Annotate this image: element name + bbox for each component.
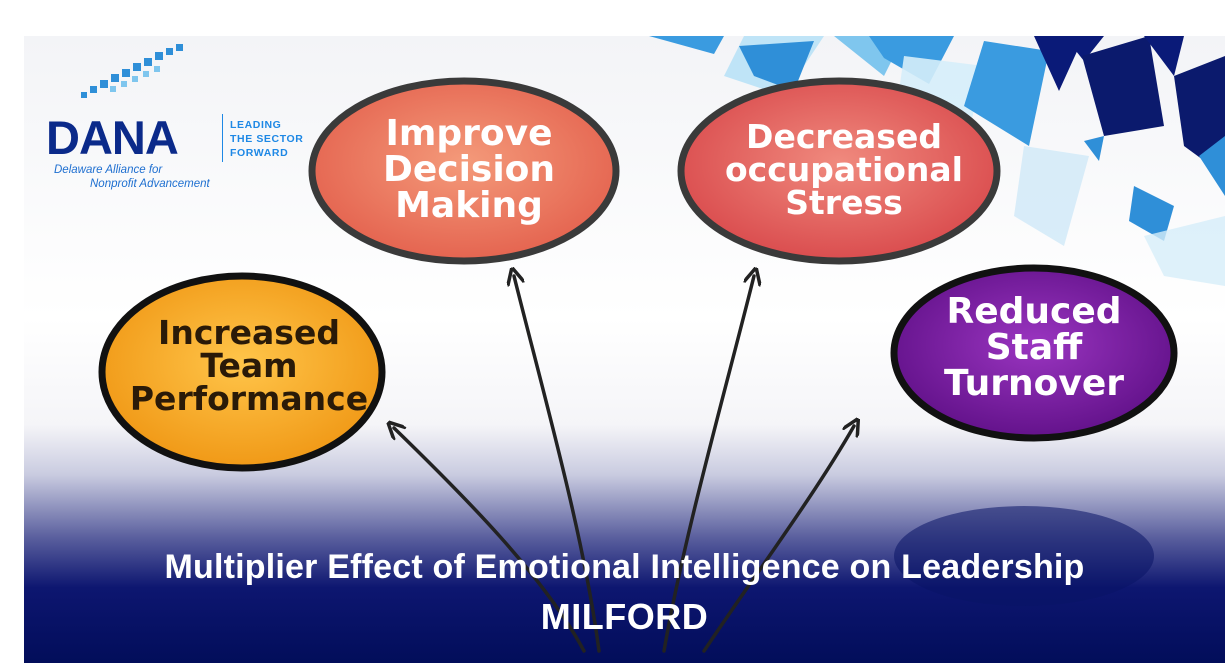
bubble-turnover-line-3: Turnover <box>944 363 1124 404</box>
tagline-line-2: THE SECTOR <box>230 133 304 145</box>
bubble-stress-line-2: occupational <box>724 150 963 189</box>
logo-subtitle-line-1: Delaware Alliance for <box>54 164 163 176</box>
logo-dots-icon <box>81 44 183 98</box>
arrow-to-turnover <box>702 426 854 653</box>
bubble-turnover-line-2: Staff <box>985 327 1083 368</box>
banner-artwork <box>81 36 1225 653</box>
bubble-stress <box>677 77 1001 265</box>
logo-divider <box>222 114 223 162</box>
arrow-to-decision <box>514 276 601 653</box>
bubble-turnover-label: Reduced Staff Turnover <box>904 294 1164 402</box>
tagline-line-3: FORWARD <box>230 147 289 159</box>
logo-wordmark: DANA <box>46 111 179 164</box>
bubble-decision-line-2: Decision <box>382 149 556 190</box>
bubble-turnover <box>890 264 1178 442</box>
tagline-line-1: LEADING <box>230 119 282 131</box>
bubble-stress-label: Decreased occupational Stress <box>709 120 979 219</box>
logo-subtitle-line-2: Nonprofit Advancement <box>90 178 210 190</box>
arrow-to-team <box>394 428 586 653</box>
dana-logo: DANA LEADING THE SECTOR FORWARD Delaware… <box>46 50 346 220</box>
bubble-turnover-line-1: Reduced <box>946 291 1122 332</box>
event-banner: DANA LEADING THE SECTOR FORWARD Delaware… <box>24 36 1225 663</box>
bubble-decision <box>308 77 620 265</box>
arrows <box>394 276 854 653</box>
bubble-stress-line-1: Decreased <box>746 117 942 156</box>
bubble-team-line-3: Performance <box>129 379 369 418</box>
event-location: MILFORD <box>540 596 709 637</box>
bubble-team <box>98 272 386 472</box>
arrow-to-stress <box>662 276 754 653</box>
bubble-decision-label: Improve Decision Making <box>344 116 594 224</box>
bubble-team-line-2: Team <box>200 346 298 385</box>
bubble-reflection <box>894 506 1154 606</box>
bubble-decision-line-1: Improve <box>385 113 553 154</box>
bubble-team-label: Increased Team Performance <box>124 316 374 415</box>
event-title: Multiplier Effect of Emotional Intellige… <box>164 548 1085 586</box>
geometric-pattern <box>649 36 1225 286</box>
bubble-team-line-1: Increased <box>158 313 340 352</box>
bubble-decision-line-3: Making <box>395 185 543 226</box>
logo-tagline: LEADING THE SECTOR FORWARD <box>230 118 303 160</box>
bubble-stress-line-3: Stress <box>785 183 903 222</box>
